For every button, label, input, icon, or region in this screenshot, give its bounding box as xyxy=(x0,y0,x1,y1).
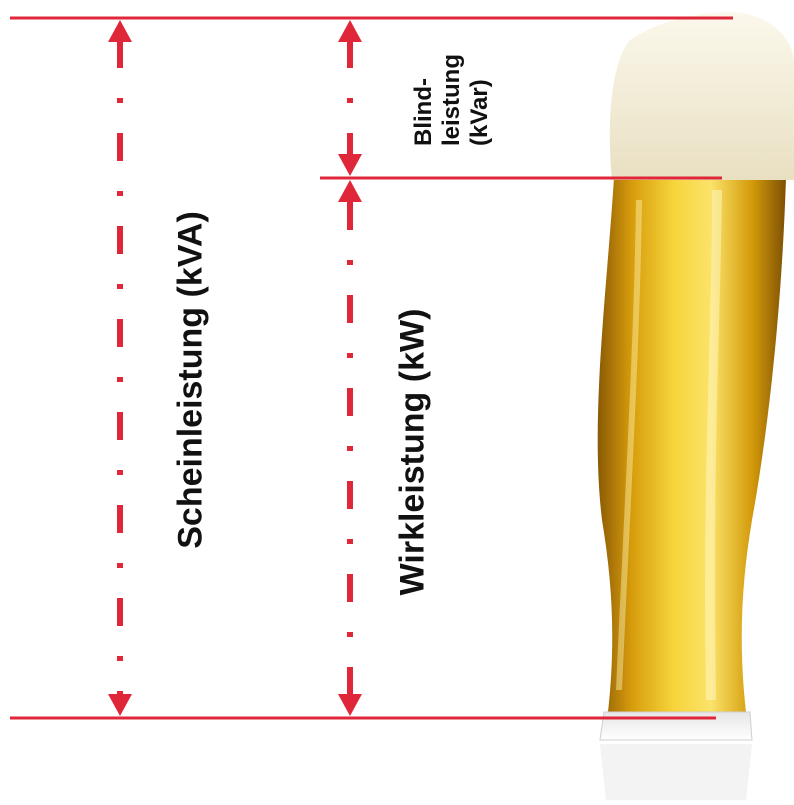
apparent-power-label: Scheinleistung (kVA) xyxy=(172,211,211,549)
reactive-power-label-line: (kVar) xyxy=(466,54,494,146)
reactive-power-arrow xyxy=(338,20,362,176)
reactive-power-label-line: Blind- xyxy=(410,54,438,146)
active-power-arrow xyxy=(338,180,362,716)
apparent-power-arrow xyxy=(108,20,132,716)
beer-glass-image xyxy=(598,12,794,800)
beer-foam xyxy=(610,12,794,180)
glass-reflection xyxy=(600,744,752,800)
reactive-power-label-line: leistung xyxy=(438,54,466,146)
reactive-power-label: Blind- leistung (kVar) xyxy=(410,54,494,146)
active-power-label: Wirkleistung (kW) xyxy=(394,309,433,596)
glass-base xyxy=(600,712,752,740)
beer-liquid xyxy=(598,178,786,712)
